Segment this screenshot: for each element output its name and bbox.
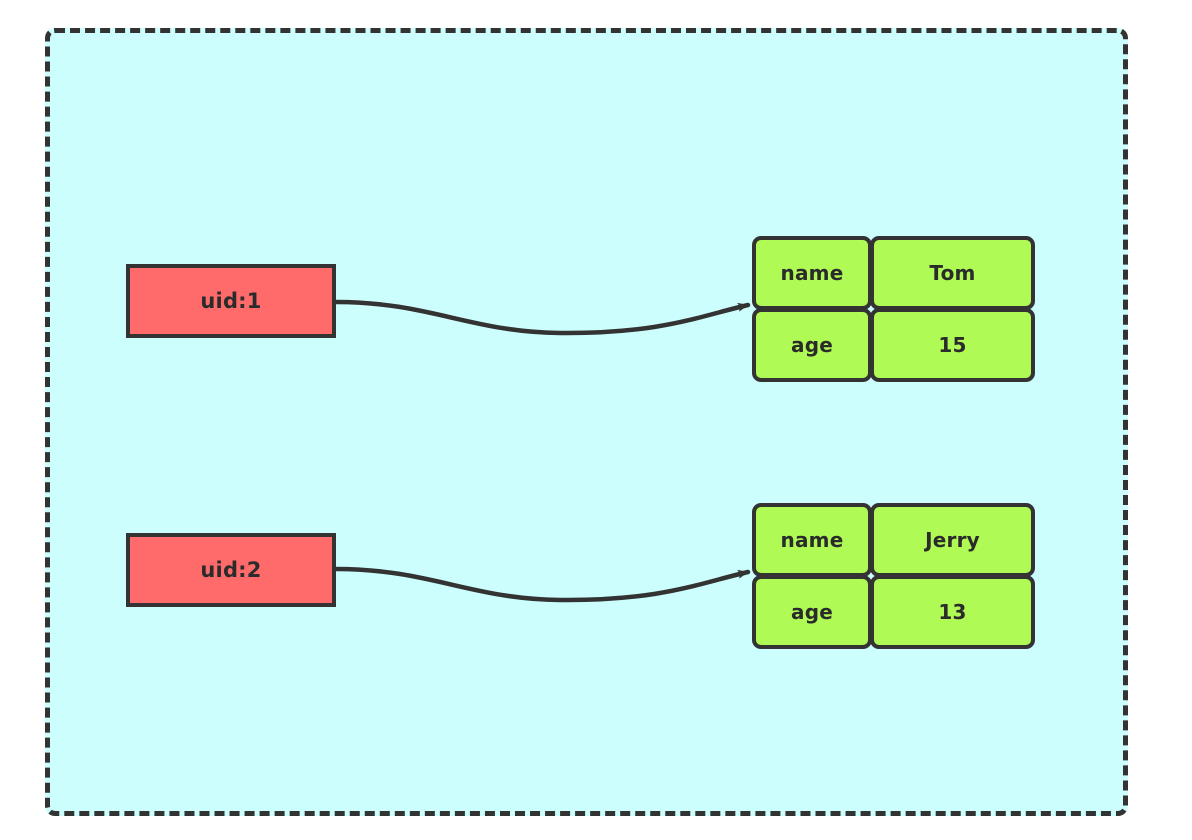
key-node-label: uid:1 bbox=[200, 289, 262, 313]
record-node-rec2[interactable]: name Jerry age 13 bbox=[752, 503, 1035, 649]
field-value: 13 bbox=[938, 600, 967, 624]
field-value: 15 bbox=[938, 333, 967, 357]
field-value: Tom bbox=[929, 261, 976, 285]
field-cell[interactable]: age bbox=[752, 575, 872, 649]
key-node-uid1[interactable]: uid:1 bbox=[126, 264, 336, 338]
dashed-container bbox=[45, 28, 1128, 816]
record-node-rec1[interactable]: name Tom age 15 bbox=[752, 236, 1035, 382]
table-row: age 13 bbox=[752, 575, 1035, 649]
field-cell[interactable]: name bbox=[752, 236, 872, 310]
field-name: name bbox=[780, 261, 844, 285]
key-node-label: uid:2 bbox=[200, 558, 262, 582]
table-row: age 15 bbox=[752, 308, 1035, 382]
table-row: name Tom bbox=[752, 236, 1035, 310]
table-row: name Jerry bbox=[752, 503, 1035, 577]
value-cell[interactable]: 13 bbox=[870, 575, 1035, 649]
field-value: Jerry bbox=[925, 528, 980, 552]
value-cell[interactable]: 15 bbox=[870, 308, 1035, 382]
field-name: age bbox=[791, 600, 833, 624]
field-cell[interactable]: age bbox=[752, 308, 872, 382]
key-node-uid2[interactable]: uid:2 bbox=[126, 533, 336, 607]
value-cell[interactable]: Tom bbox=[870, 236, 1035, 310]
field-name: age bbox=[791, 333, 833, 357]
value-cell[interactable]: Jerry bbox=[870, 503, 1035, 577]
field-cell[interactable]: name bbox=[752, 503, 872, 577]
field-name: name bbox=[780, 528, 844, 552]
